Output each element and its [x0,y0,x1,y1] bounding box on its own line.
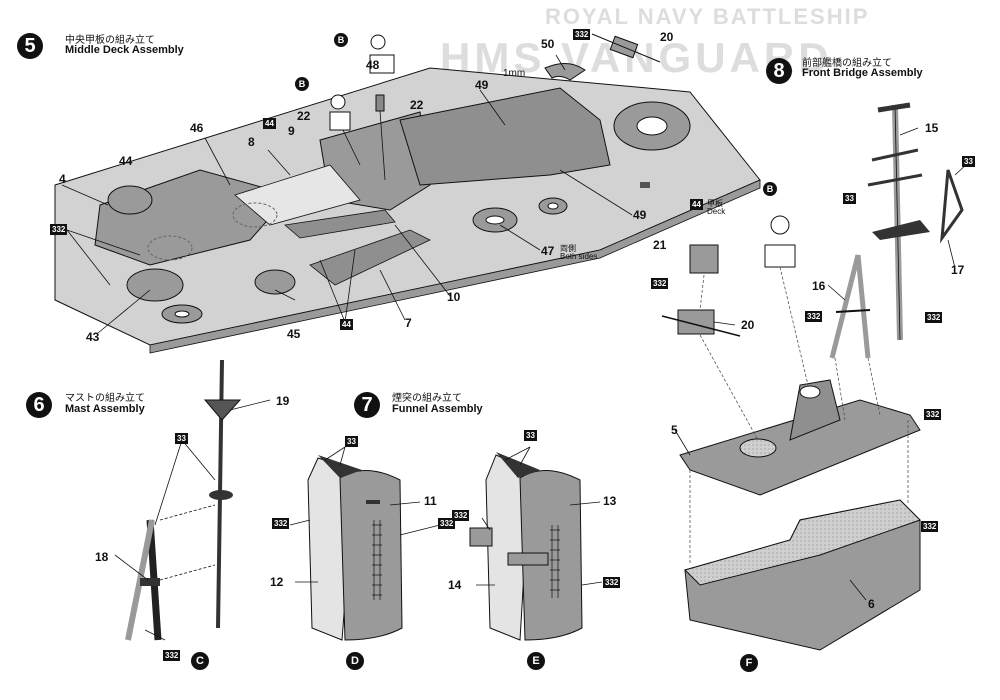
paint-code-332: 332 [651,278,669,289]
part-label-45: 45 [287,327,301,341]
ref-b-badge: B [763,182,777,196]
part-label-43: 43 [86,330,100,344]
part-label-14: 14 [448,578,462,592]
part-label-10: 10 [447,290,461,304]
part-label-19: 19 [276,394,290,408]
paint-code-332: 332 [50,224,68,235]
platform-33 [872,220,930,240]
ref-b-badge: B [295,77,309,91]
step-8-badge: 8 [766,58,792,84]
dimension-1mm: 1mm [503,68,526,79]
step-5-badge: 5 [17,33,43,59]
turret-ring-rear2 [126,268,184,302]
paint-code-332: 332 [805,311,823,322]
part-label-16: 16 [812,279,826,293]
part-label-8: 8 [248,135,255,149]
part-label-21: 21 [653,238,667,252]
step-6-title-jp: マストの組み立て [65,393,145,404]
funnel-half-11 [339,469,403,641]
part-17 [940,169,964,244]
step-6-title-en: Mast Assembly [65,403,145,415]
step-8-title-jp: 前部艦橋の組み立て [802,58,892,69]
part-label-13: 13 [603,494,617,508]
part-label-22a: 22 [297,109,311,123]
sub-step-d-badge: D [346,652,364,670]
part-label-22b: 22 [410,98,424,112]
note-deck-en: Deck [707,207,726,216]
paint-code-332: 332 [573,29,591,40]
paint-code-33: 33 [175,433,188,444]
ref-b-badge: B [334,33,348,47]
paint-code-44: 44 [263,118,276,129]
paint-code-332: 332 [921,521,939,532]
part-label-20b: 20 [741,318,755,332]
part-label-5: 5 [671,423,678,437]
part-label-6: 6 [868,597,875,611]
paint-code-332: 332 [272,518,290,529]
note-both-sides-jp: 両側 [560,244,576,253]
part-label-17: 17 [951,263,965,277]
part-label-48: 48 [366,58,380,72]
paint-code-332: 332 [452,510,470,521]
step-7-title-en: Funnel Assembly [392,403,483,415]
paint-code-33: 33 [524,430,537,441]
superstructure-top [399,87,611,186]
funnel-d-drawing [289,446,441,641]
paint-code-44: 44 [340,319,353,330]
step-6-badge: 6 [26,392,52,418]
funnel-e-drawing [469,446,603,641]
part-7 [309,229,431,286]
part-label-12: 12 [270,575,284,589]
part-50 [544,63,586,81]
middle-deck-drawing [54,33,761,354]
part-label-20a: 20 [660,30,674,44]
part-label-47: 47 [541,244,555,258]
step-5-title-en: Middle Deck Assembly [65,44,184,56]
paint-code-33: 33 [345,436,358,447]
header-ghost-line1: ROYAL NAVY BATTLESHIP [545,4,870,29]
paint-code-332: 332 [603,577,621,588]
sub-step-f-badge: F [740,654,758,672]
turret-ring-rear [107,185,153,215]
paint-code-332: 332 [925,312,943,323]
part-label-44: 44 [119,154,133,168]
step-7-title-jp: 煙突の組み立て [392,393,462,404]
part-label-18: 18 [95,550,109,564]
sub-step-c-badge: C [191,652,209,670]
note-both-sides-en: Both sides [560,252,598,261]
mast-drawing [114,359,271,641]
part-label-4: 4 [59,172,66,186]
part-label-15: 15 [925,121,939,135]
deck-plate-edge [149,179,761,354]
plate-9 [234,164,361,226]
header-ghost-line2: HMS VANGUARD [440,34,833,81]
sub-step-e-badge: E [527,652,545,670]
part-label-50: 50 [541,37,555,51]
front-bridge-drawing [661,102,969,651]
paint-code-44: 44 [690,199,703,210]
paint-code-33: 33 [962,156,975,167]
paint-code-332: 332 [163,650,181,661]
paint-code-332: 332 [924,409,942,420]
part-label-46: 46 [190,121,204,135]
part-10 [284,209,396,239]
turret-45 [254,269,296,295]
part-label-49a: 49 [475,78,489,92]
part-label-49b: 49 [633,208,647,222]
part-label-11: 11 [424,494,437,508]
step-8-title-en: Front Bridge Assembly [802,67,923,79]
paint-code-33: 33 [843,193,856,204]
note-deck-jp: 甲板 [707,199,723,208]
part-label-7: 7 [405,316,412,330]
step-7-badge: 7 [354,392,380,418]
part-label-9: 9 [288,124,295,138]
funnel-half-13 [519,469,583,641]
paint-code-332: 332 [438,518,456,529]
step-5-title-jp: 中央甲板の組み立て [65,35,155,46]
